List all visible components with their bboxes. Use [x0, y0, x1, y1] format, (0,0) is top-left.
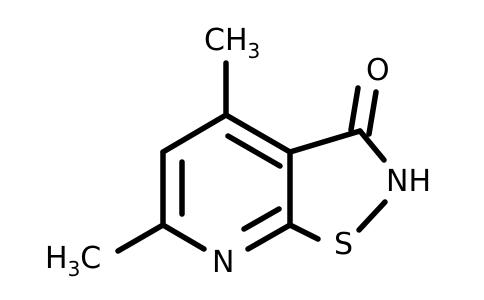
methyl-top-label: CH3: [204, 23, 260, 63]
bond-c3a-c3: [287, 128, 363, 155]
bonds: [115, 60, 388, 254]
bond-c4-c5: [160, 112, 229, 155]
bond-n-c7a: [245, 222, 293, 252]
bond-c6-ch3: [115, 222, 166, 254]
bond-n-c7a-inner: [241, 206, 282, 232]
bond-s-c7a: [287, 222, 321, 242]
methyl-left-label: H3C: [45, 241, 101, 281]
sulfur-label: S: [334, 227, 353, 262]
bond-c3-o-1: [348, 85, 361, 133]
nitrogen-label: N: [212, 245, 234, 280]
nh-label: NH: [386, 164, 431, 199]
bond-c3-nh: [357, 128, 387, 163]
bond-nh-s: [356, 199, 388, 233]
atom-labels: CH3 H3C O N NH S: [45, 23, 431, 281]
bond-c3-o-2: [366, 89, 379, 137]
oxygen-label: O: [366, 53, 390, 88]
bond-c4-c3a-inner: [225, 133, 283, 169]
bond-c4-c3a: [223, 112, 293, 155]
bond-c6-n: [160, 222, 207, 252]
